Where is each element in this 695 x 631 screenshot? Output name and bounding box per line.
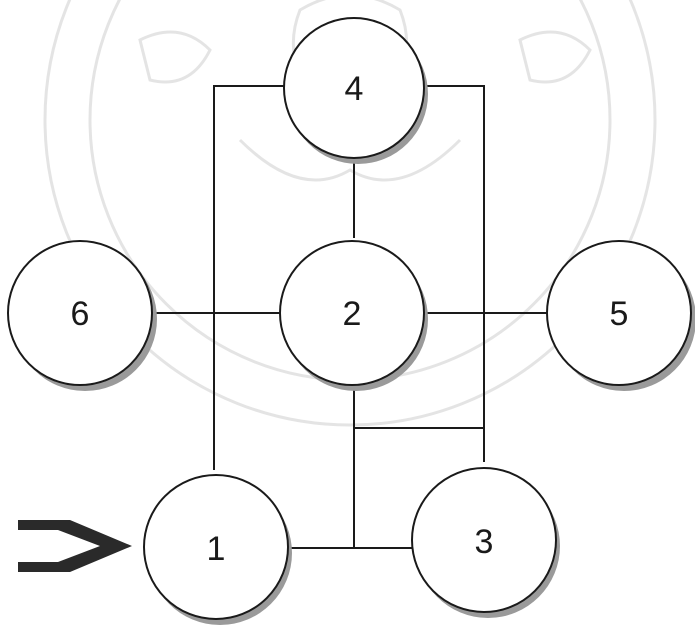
- node-label-2: 2: [343, 295, 362, 333]
- node-4[interactable]: 4: [283, 17, 428, 164]
- edge-3-4: [420, 85, 485, 462]
- node-label-4: 4: [345, 70, 364, 108]
- node-2[interactable]: 2: [279, 240, 428, 391]
- node-label-3: 3: [475, 523, 494, 561]
- node-1[interactable]: 1: [143, 474, 292, 625]
- node-3[interactable]: 3: [411, 467, 560, 618]
- edge-1-4: [213, 85, 290, 470]
- node-label-6: 6: [71, 295, 90, 333]
- entry-arrow: [18, 520, 132, 572]
- edges: [152, 85, 548, 549]
- node-5[interactable]: 5: [546, 240, 695, 391]
- node-label-1: 1: [207, 530, 226, 568]
- node-label-5: 5: [610, 295, 629, 333]
- node-6[interactable]: 6: [7, 240, 157, 391]
